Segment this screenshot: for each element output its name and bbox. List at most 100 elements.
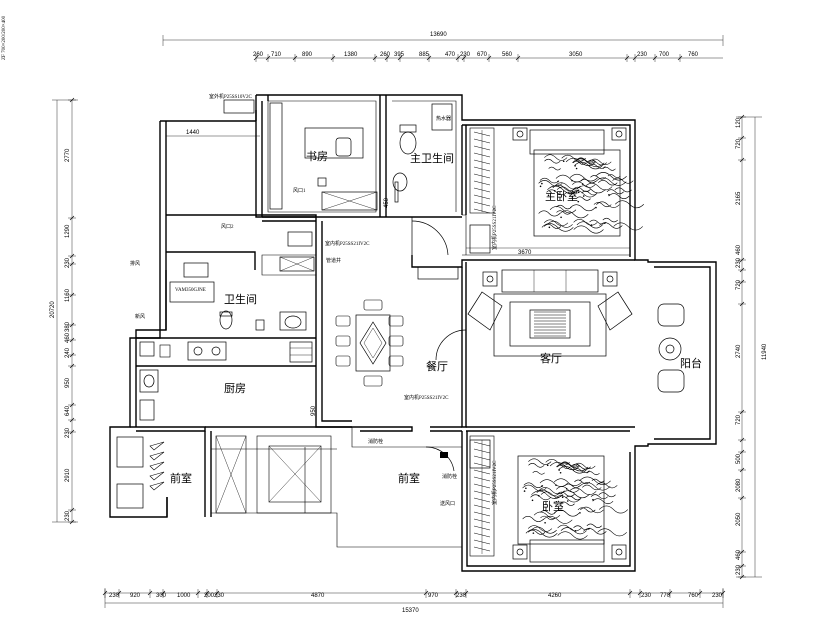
dim-right-7: 2740 [736, 344, 742, 358]
dim-bot-1: 230 [109, 593, 120, 599]
dining-table [335, 299, 404, 387]
dim-top-11: 560 [502, 52, 513, 58]
note-fresh-air: 新风 [135, 313, 145, 320]
note-indoor-unit-mid: 室内机P25SS21IV2C [325, 240, 370, 247]
room-foyer-mid: 前室 [398, 471, 420, 485]
door-swing [425, 446, 455, 472]
dim-bot-2: 920 [130, 593, 141, 599]
dim-right-13: 230 [736, 564, 742, 575]
bottom-dimensions: 230 920 300 1000 200 230 4870 970 230 42… [102, 588, 726, 614]
outdoor-unit-box [223, 99, 255, 114]
note-master-unit-v: 室内机P25SS21IV2C [491, 205, 498, 250]
room-bedroom: 卧室 [542, 499, 564, 513]
dim-left-3: 230 [65, 257, 71, 268]
note-bedroom-unit-v: 室内机P25SS21IV2C [491, 460, 498, 505]
living-ac-box [417, 266, 459, 280]
dim-bot-6: 230 [214, 593, 225, 599]
dim-bot-10: 4260 [548, 593, 562, 599]
ac-pipe [255, 110, 316, 218]
dim-bot-8: 970 [428, 593, 439, 599]
fire-box [440, 452, 448, 458]
dim-right-9: 2050 [736, 512, 742, 526]
study-furniture [269, 102, 378, 211]
dim-top-4: 1380 [344, 52, 358, 58]
room-dining: 餐厅 [426, 359, 448, 373]
dim-right-3: 2165 [736, 191, 742, 205]
dim-right-8: 720 [736, 414, 742, 425]
room-balcony: 阳台 [680, 356, 702, 370]
dim-top-15: 760 [688, 52, 699, 58]
dim-right-2: 720 [736, 138, 742, 149]
dim-right-4: 460 [736, 244, 742, 255]
dim-left-9: 640 [65, 405, 71, 416]
note-water-heater: 热水器 [436, 115, 451, 122]
dim-right-10: 500 [736, 453, 742, 464]
dim-left-11: 2910 [65, 468, 71, 482]
dim-right-total: 11940 [762, 343, 768, 360]
dim-right-5: 230 [736, 257, 742, 268]
master-ac-box [469, 224, 491, 254]
dim-left-8: 950 [65, 377, 71, 388]
room-foyer-left: 前室 [170, 471, 192, 485]
master-bed [512, 127, 645, 237]
note-vam: VAM350GJNE [175, 288, 206, 293]
living-furniture [467, 269, 633, 357]
door-living [435, 329, 467, 361]
bedroom-furniture [469, 435, 629, 563]
dim-left-12: 230 [65, 510, 71, 521]
dim-top-12: 3050 [569, 52, 583, 58]
note-outdoor-unit: 室外机P25SS10V2C [209, 93, 252, 100]
note-indoor-unit-low: 室内机P25SS21IV2C [404, 394, 449, 401]
dim-top-2: 710 [271, 52, 282, 58]
dim-top-13: 230 [637, 52, 648, 58]
note-smoke-port: 送风口 [440, 500, 455, 507]
dim-bot-4: 1000 [177, 593, 191, 599]
dim-top-10: 670 [477, 52, 488, 58]
master-wardrobe [469, 127, 495, 214]
walls [109, 94, 717, 572]
bedroom-ac-box [469, 439, 491, 469]
dim-left-total: 20720 [50, 301, 56, 318]
dim-top-8: 470 [445, 52, 456, 58]
dim-left-1: 2770 [65, 148, 71, 162]
dim-top-5: 260 [380, 52, 391, 58]
dim-right-11: 2080 [736, 478, 742, 492]
duct-box-2 [287, 231, 313, 247]
dim-left-4: 1160 [65, 288, 71, 302]
left-dimensions: 20720 2770 1290 230 1160 380 460 240 950… [50, 97, 78, 525]
dim-bot-5: 200 [204, 593, 215, 599]
dim-top-3: 890 [302, 52, 313, 58]
kitchen-fixtures [139, 341, 313, 421]
dim-top-1: 260 [253, 52, 264, 58]
duct-box-pipe [279, 256, 315, 272]
dim-bot-12: 770 [660, 593, 671, 599]
room-kitchen: 厨房 [224, 382, 246, 395]
note-exhaust: 排风 [130, 260, 140, 267]
note-fire-hydrant: 消防栓 [368, 438, 383, 445]
note-dim-3670: 3670 [518, 250, 532, 256]
balcony-furniture [657, 303, 685, 393]
room-master-bedroom: 主卧室 [545, 189, 578, 203]
room-study: 书房 [306, 150, 328, 163]
dim-left-2: 1290 [65, 224, 71, 238]
dim-right-6: 720 [736, 279, 742, 290]
dim-top-14: 700 [659, 52, 670, 58]
room-bathroom: 卫生间 [224, 292, 257, 306]
note-duct-1: 风口1 [293, 188, 306, 194]
dim-bot-11: 230 [641, 593, 652, 599]
room-living: 客厅 [540, 351, 562, 365]
dim-left-6: 460 [65, 332, 71, 343]
side-note: ZF 700×200/200×400 [2, 15, 7, 60]
foyer-left-fixtures [116, 435, 332, 514]
dim-bot-9: 230 [456, 593, 467, 599]
door-master [411, 220, 449, 256]
note-dim-450: 450 [384, 197, 390, 208]
dim-top-total: 13690 [430, 32, 447, 38]
note-duct-2: 风口2 [221, 224, 234, 230]
note-dim-950: 950 [311, 405, 317, 416]
bathroom-fixtures [169, 262, 307, 331]
dim-right-1: 120 [736, 117, 742, 128]
dim-left-7: 240 [65, 347, 71, 358]
dim-top-9: 230 [460, 52, 471, 58]
